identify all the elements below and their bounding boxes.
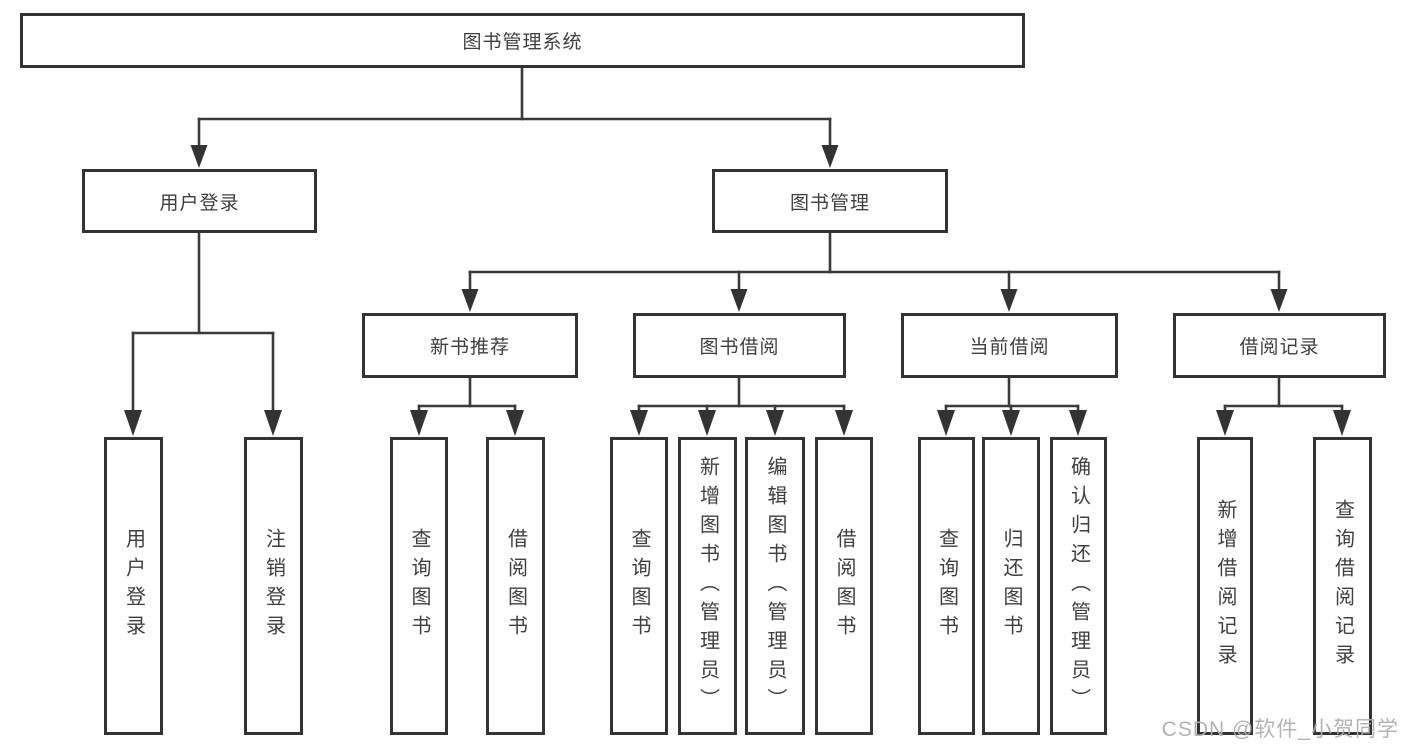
node-label: 用户登录 (159, 192, 240, 214)
leaf-label: 查询图书 (408, 528, 430, 644)
node-label: 图书管理 (789, 192, 870, 214)
leaf-label: 归还图书 (1000, 528, 1022, 644)
leaf-return-books: 归还图书 (982, 437, 1040, 735)
node-label: 当前借阅 (969, 337, 1050, 358)
leaf-add-books-admin: 新增图书（管理员） (678, 437, 737, 735)
leaf-user-login: 用户登录 (104, 437, 163, 735)
leaf-label: 编辑图书（管理员） (764, 455, 786, 717)
node-book-borrow: 图书借阅 (633, 313, 846, 378)
leaf-label: 新增借阅记录 (1214, 499, 1236, 673)
node-label: 新书推荐 (429, 337, 510, 358)
leaf-label: 确认归还（管理员） (1067, 455, 1090, 717)
node-root: 图书管理系统 (20, 13, 1025, 68)
leaf-label: 查询图书 (935, 528, 958, 644)
leaf-confirm-return-admin: 确认归还（管理员） (1050, 437, 1107, 735)
leaf-add-borrow-record: 新增借阅记录 (1197, 437, 1253, 735)
arrowhead-icons (124, 145, 1351, 436)
leaf-label: 查询借阅记录 (1331, 499, 1354, 673)
node-label: 借阅记录 (1239, 337, 1320, 358)
leaf-query-books-current: 查询图书 (918, 437, 975, 735)
leaf-query-borrow-record: 查询借阅记录 (1313, 437, 1372, 735)
leaf-label: 查询图书 (628, 528, 650, 644)
leaf-borrow-books: 借阅图书 (815, 437, 873, 735)
leaf-label: 新增图书（管理员） (696, 455, 719, 717)
leaf-label: 注销登录 (262, 528, 285, 644)
leaf-edit-books-admin: 编辑图书（管理员） (745, 437, 805, 735)
node-new-book-recommend: 新书推荐 (362, 313, 578, 378)
leaf-label: 借阅图书 (833, 528, 855, 644)
csdn-watermark: CSDN @软件_小贺同学 (1161, 718, 1399, 741)
node-book-management-branch: 图书管理 (712, 169, 948, 233)
node-borrow-records: 借阅记录 (1173, 313, 1386, 378)
node-current-borrow: 当前借阅 (901, 313, 1118, 378)
leaf-query-books-borrow: 查询图书 (610, 437, 668, 735)
leaf-query-books-recommend: 查询图书 (390, 437, 448, 735)
node-user-login-branch: 用户登录 (82, 169, 317, 233)
node-root-label: 图书管理系统 (462, 32, 583, 53)
leaf-borrow-books-recommend: 借阅图书 (486, 437, 545, 735)
leaf-logout: 注销登录 (244, 437, 303, 735)
leaf-label: 用户登录 (122, 528, 145, 644)
node-label: 图书借阅 (699, 337, 780, 358)
leaf-label: 借阅图书 (504, 528, 527, 644)
